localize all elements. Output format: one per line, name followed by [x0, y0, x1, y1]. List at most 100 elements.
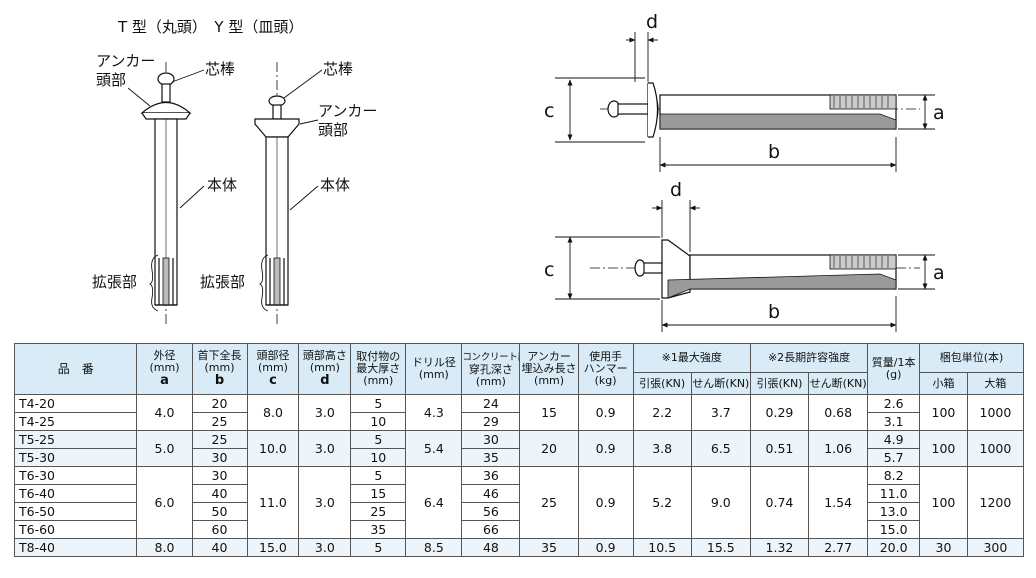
y-type-horizontal-drawing [590, 239, 920, 299]
cell-weight: 8.2 [867, 466, 921, 485]
header-drill-dia: ドリル径 (mm) [405, 343, 463, 395]
cell-code: T6-50 [13, 502, 138, 521]
cell-head-dia: 8.0 [246, 394, 300, 431]
label-core-pin-right: 芯棒 [323, 60, 353, 78]
header-weight: 質量/1本 (g) [867, 343, 921, 395]
label-body-left: 本体 [207, 176, 237, 194]
cell-drill-depth: 66 [461, 520, 521, 539]
table-row: T4-20 4.0 20 8.0 3.0 5 4.3 24 15 0.9 2.2… [13, 394, 1025, 431]
cell-code: T4-20 [13, 394, 138, 413]
label-core-pin-left: 芯棒 [205, 60, 235, 78]
cell-embed-len: 25 [519, 466, 579, 539]
cell-code: T8-40 [13, 538, 138, 557]
header-max-thickness-l2: 最大厚さ [356, 362, 401, 375]
header-weight-unit: (g) [885, 368, 902, 381]
label-anchor-head-line1: アンカー [96, 52, 155, 70]
header-outer-dia: 外径 (mm) a [136, 343, 193, 395]
cell-large-box: 1000 [966, 394, 1025, 431]
cell-outer-dia: 4.0 [136, 394, 193, 431]
cell-embed-len: 20 [519, 430, 579, 467]
cell-embed-len: 35 [519, 538, 579, 557]
cell-lt-tension: 1.32 [749, 538, 810, 557]
label-anchor-head-right-line1: アンカー [318, 102, 377, 120]
dim-d-bottom: d [670, 179, 682, 201]
dim-a-bottom: a [933, 262, 945, 284]
header-embed-len-l2: 埋込み長さ [521, 362, 577, 375]
header-max-thickness: 取付物の 最大厚さ (mm) [350, 343, 407, 395]
cell-large-box: 1200 [966, 466, 1025, 539]
cell-max-tension: 5.2 [632, 466, 692, 539]
cell-outer-dia: 5.0 [136, 430, 193, 467]
header-max-thickness-l1: 取付物の [356, 350, 401, 363]
header-small-box: 小箱 [919, 372, 968, 395]
cell-total-len: 40 [191, 538, 248, 557]
cell-weight: 2.6 [867, 394, 921, 413]
header-embed-len-unit: (mm) [534, 374, 565, 387]
dim-a-top: a [933, 102, 945, 124]
table-row: T6-60 60 35 66 15.0 [13, 520, 1024, 539]
header-hammer-unit: (kg) [594, 374, 617, 387]
cell-max-thickness: 5 [350, 538, 407, 557]
t-type-dimension-lines [555, 32, 935, 172]
leader-lines-left [127, 69, 205, 312]
cell-hammer: 0.9 [577, 538, 634, 557]
cell-code: T6-30 [13, 466, 138, 485]
spec-table-container: 品 番 外径 (mm) a 首下全長 (mm) b 頭部径 (mm) c 頭部高… [13, 343, 1025, 572]
cell-head-height: 3.0 [298, 538, 352, 557]
cell-code: T4-25 [13, 412, 138, 431]
table-row: T5-25 5.0 25 10.0 3.0 5 5.4 30 20 0.9 3.… [13, 430, 1025, 467]
cell-max-shear: 15.5 [690, 538, 751, 557]
header-head-height: 頭部高さ (mm) d [298, 343, 352, 395]
cell-max-thickness: 35 [350, 520, 407, 539]
header-hammer: 使用手 ハンマー (kg) [577, 343, 634, 395]
cell-lt-shear: 0.68 [808, 394, 869, 431]
header-drill-dia-label: ドリル径 [411, 356, 456, 369]
header-head-dia-symbol: c [269, 373, 277, 388]
header-total-len-label: 首下全長 [197, 349, 242, 362]
cell-drill-depth: 30 [461, 430, 521, 449]
cell-max-tension: 3.8 [632, 430, 692, 467]
label-anchor-head-right-line2: 頭部 [318, 121, 348, 139]
cell-lt-tension: 0.29 [749, 394, 810, 431]
header-max-strength: ※1最大強度 [632, 343, 751, 373]
header-max-tension: 引張(KN) [632, 372, 692, 395]
cell-hammer: 0.9 [577, 394, 634, 431]
cell-max-thickness: 15 [350, 484, 407, 503]
cell-large-box: 1000 [966, 430, 1025, 467]
header-hammer-l2: ハンマー [583, 362, 628, 375]
table-row: T6-30 6.0 30 11.0 3.0 5 6.4 36 25 0.9 5.… [13, 466, 1025, 539]
header-weight-label: 質量/1本 [871, 356, 916, 369]
cell-weight: 4.9 [867, 430, 921, 449]
cell-small-box: 100 [919, 430, 968, 467]
cell-max-shear: 6.5 [690, 430, 751, 467]
figure-title: T 型（丸頭） Y 型（皿頭） [117, 18, 303, 36]
cell-drill-dia: 5.4 [405, 430, 463, 467]
cell-max-tension: 10.5 [632, 538, 692, 557]
cell-max-thickness: 5 [350, 466, 407, 485]
t-type-horizontal-drawing [600, 82, 920, 138]
cell-outer-dia: 8.0 [136, 538, 193, 557]
cell-max-thickness: 10 [350, 448, 407, 467]
anchor-technical-drawing: T 型（丸頭） Y 型（皿頭） [92, 11, 945, 332]
cell-total-len: 25 [191, 430, 248, 449]
cell-max-thickness: 5 [350, 394, 407, 413]
header-drill-depth-l2: 穿孔深さ [468, 362, 513, 376]
header-outer-dia-label: 外径 [153, 349, 176, 362]
cell-max-thickness: 5 [350, 430, 407, 449]
cell-weight: 15.0 [867, 520, 921, 539]
cell-weight: 13.0 [867, 502, 921, 521]
cell-weight: 11.0 [867, 484, 921, 503]
cell-total-len: 50 [191, 502, 248, 521]
cell-drill-dia: 6.4 [405, 466, 463, 539]
cell-drill-depth: 24 [461, 394, 521, 413]
header-head-height-unit: (mm) [309, 361, 340, 374]
table-row: T6-50 50 25 56 13.0 [13, 502, 1024, 521]
label-anchor-head-line2: 頭部 [96, 71, 126, 89]
header-drill-dia-unit: (mm) [418, 368, 449, 381]
cell-lt-shear: 1.54 [808, 466, 869, 539]
header-lt-shear: せん断(KN) [808, 372, 869, 395]
cell-head-dia: 15.0 [246, 538, 300, 557]
cell-drill-depth: 36 [461, 466, 521, 485]
cell-hammer: 0.9 [577, 430, 634, 467]
cell-code: T5-30 [13, 448, 138, 467]
